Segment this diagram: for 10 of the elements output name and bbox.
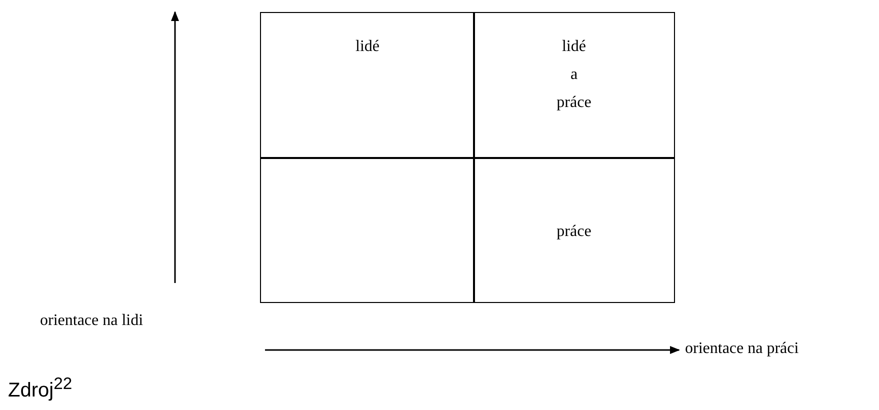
matrix-cell [260,157,475,303]
matrix-cell [473,157,675,303]
axis-label: orientace na lidi [40,312,144,330]
cell-label: lidé a práce [556,37,592,113]
source-note: Zdroj$^{22}$ [8,374,72,403]
axis-label: orientace na práci [685,340,799,358]
matrix-cell [260,12,475,159]
matrix-cell [473,12,675,159]
cell-label: práce [556,222,592,242]
cell-label: lidé [356,37,380,57]
